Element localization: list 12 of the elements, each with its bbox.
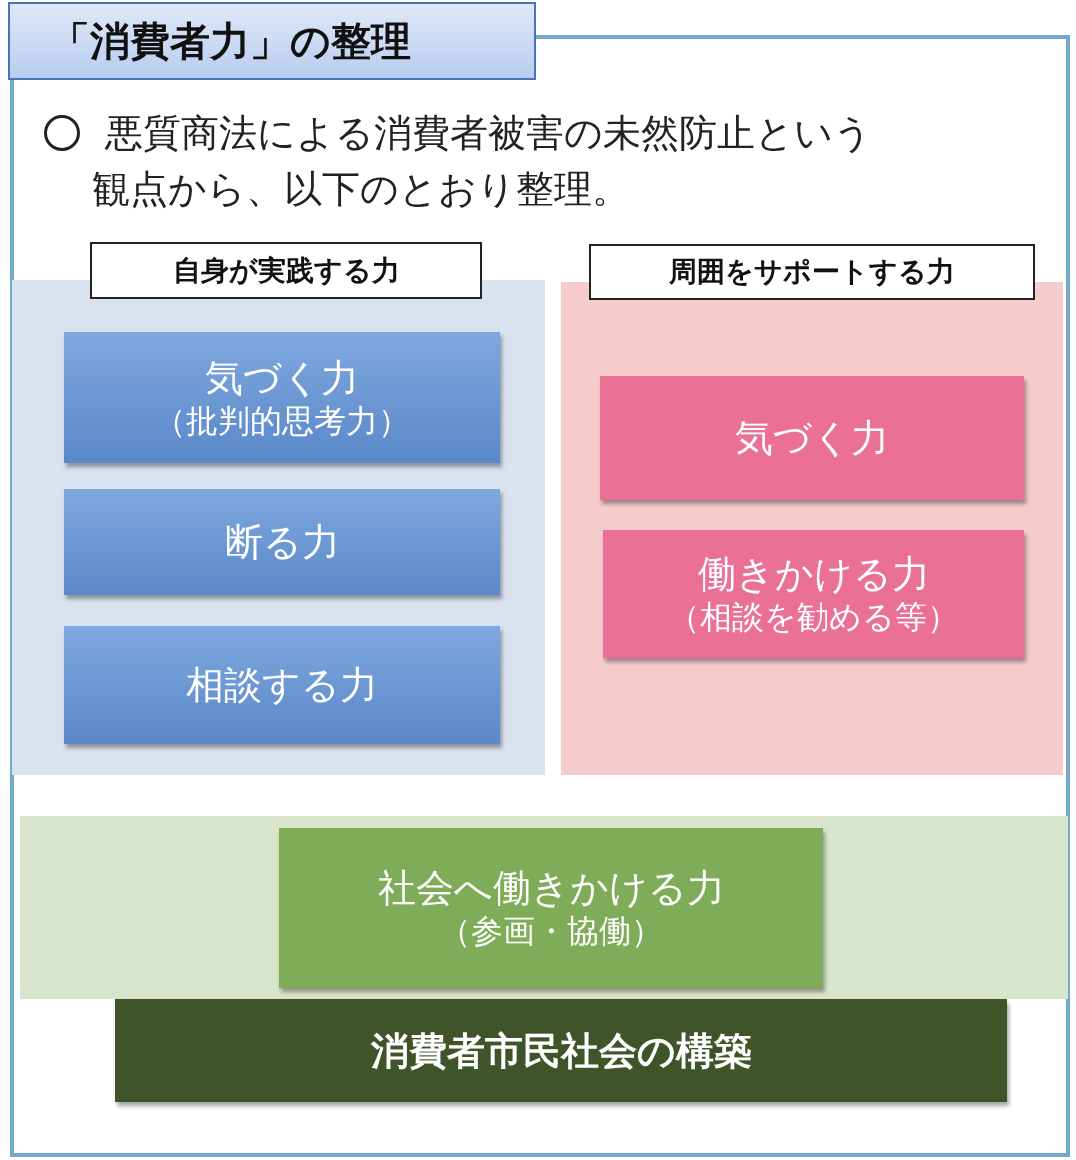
ability-box: 気づく力 （批判的思考力） (64, 332, 500, 463)
title-tab: 「消費者力」の整理 (8, 2, 536, 80)
ability-box: 消費者市民社会の構築 (115, 999, 1007, 1102)
bullet-text: 悪質商法による消費者被害の未然防止という観点から、以下のとおり整理。 (92, 110, 873, 213)
ability-box: 社会へ働きかける力 （参画・協働） (279, 828, 823, 988)
ability-box: 働きかける力 （相談を勧める等） (603, 530, 1024, 658)
ability-box: 相談する力 (64, 626, 500, 744)
panel-heading: 自身が実践する力 (90, 242, 482, 299)
panel-heading: 周囲をサポートする力 (589, 244, 1035, 300)
band-background (20, 816, 1068, 999)
ability-box: 断る力 (64, 489, 500, 595)
ability-box: 気づく力 (600, 376, 1024, 500)
